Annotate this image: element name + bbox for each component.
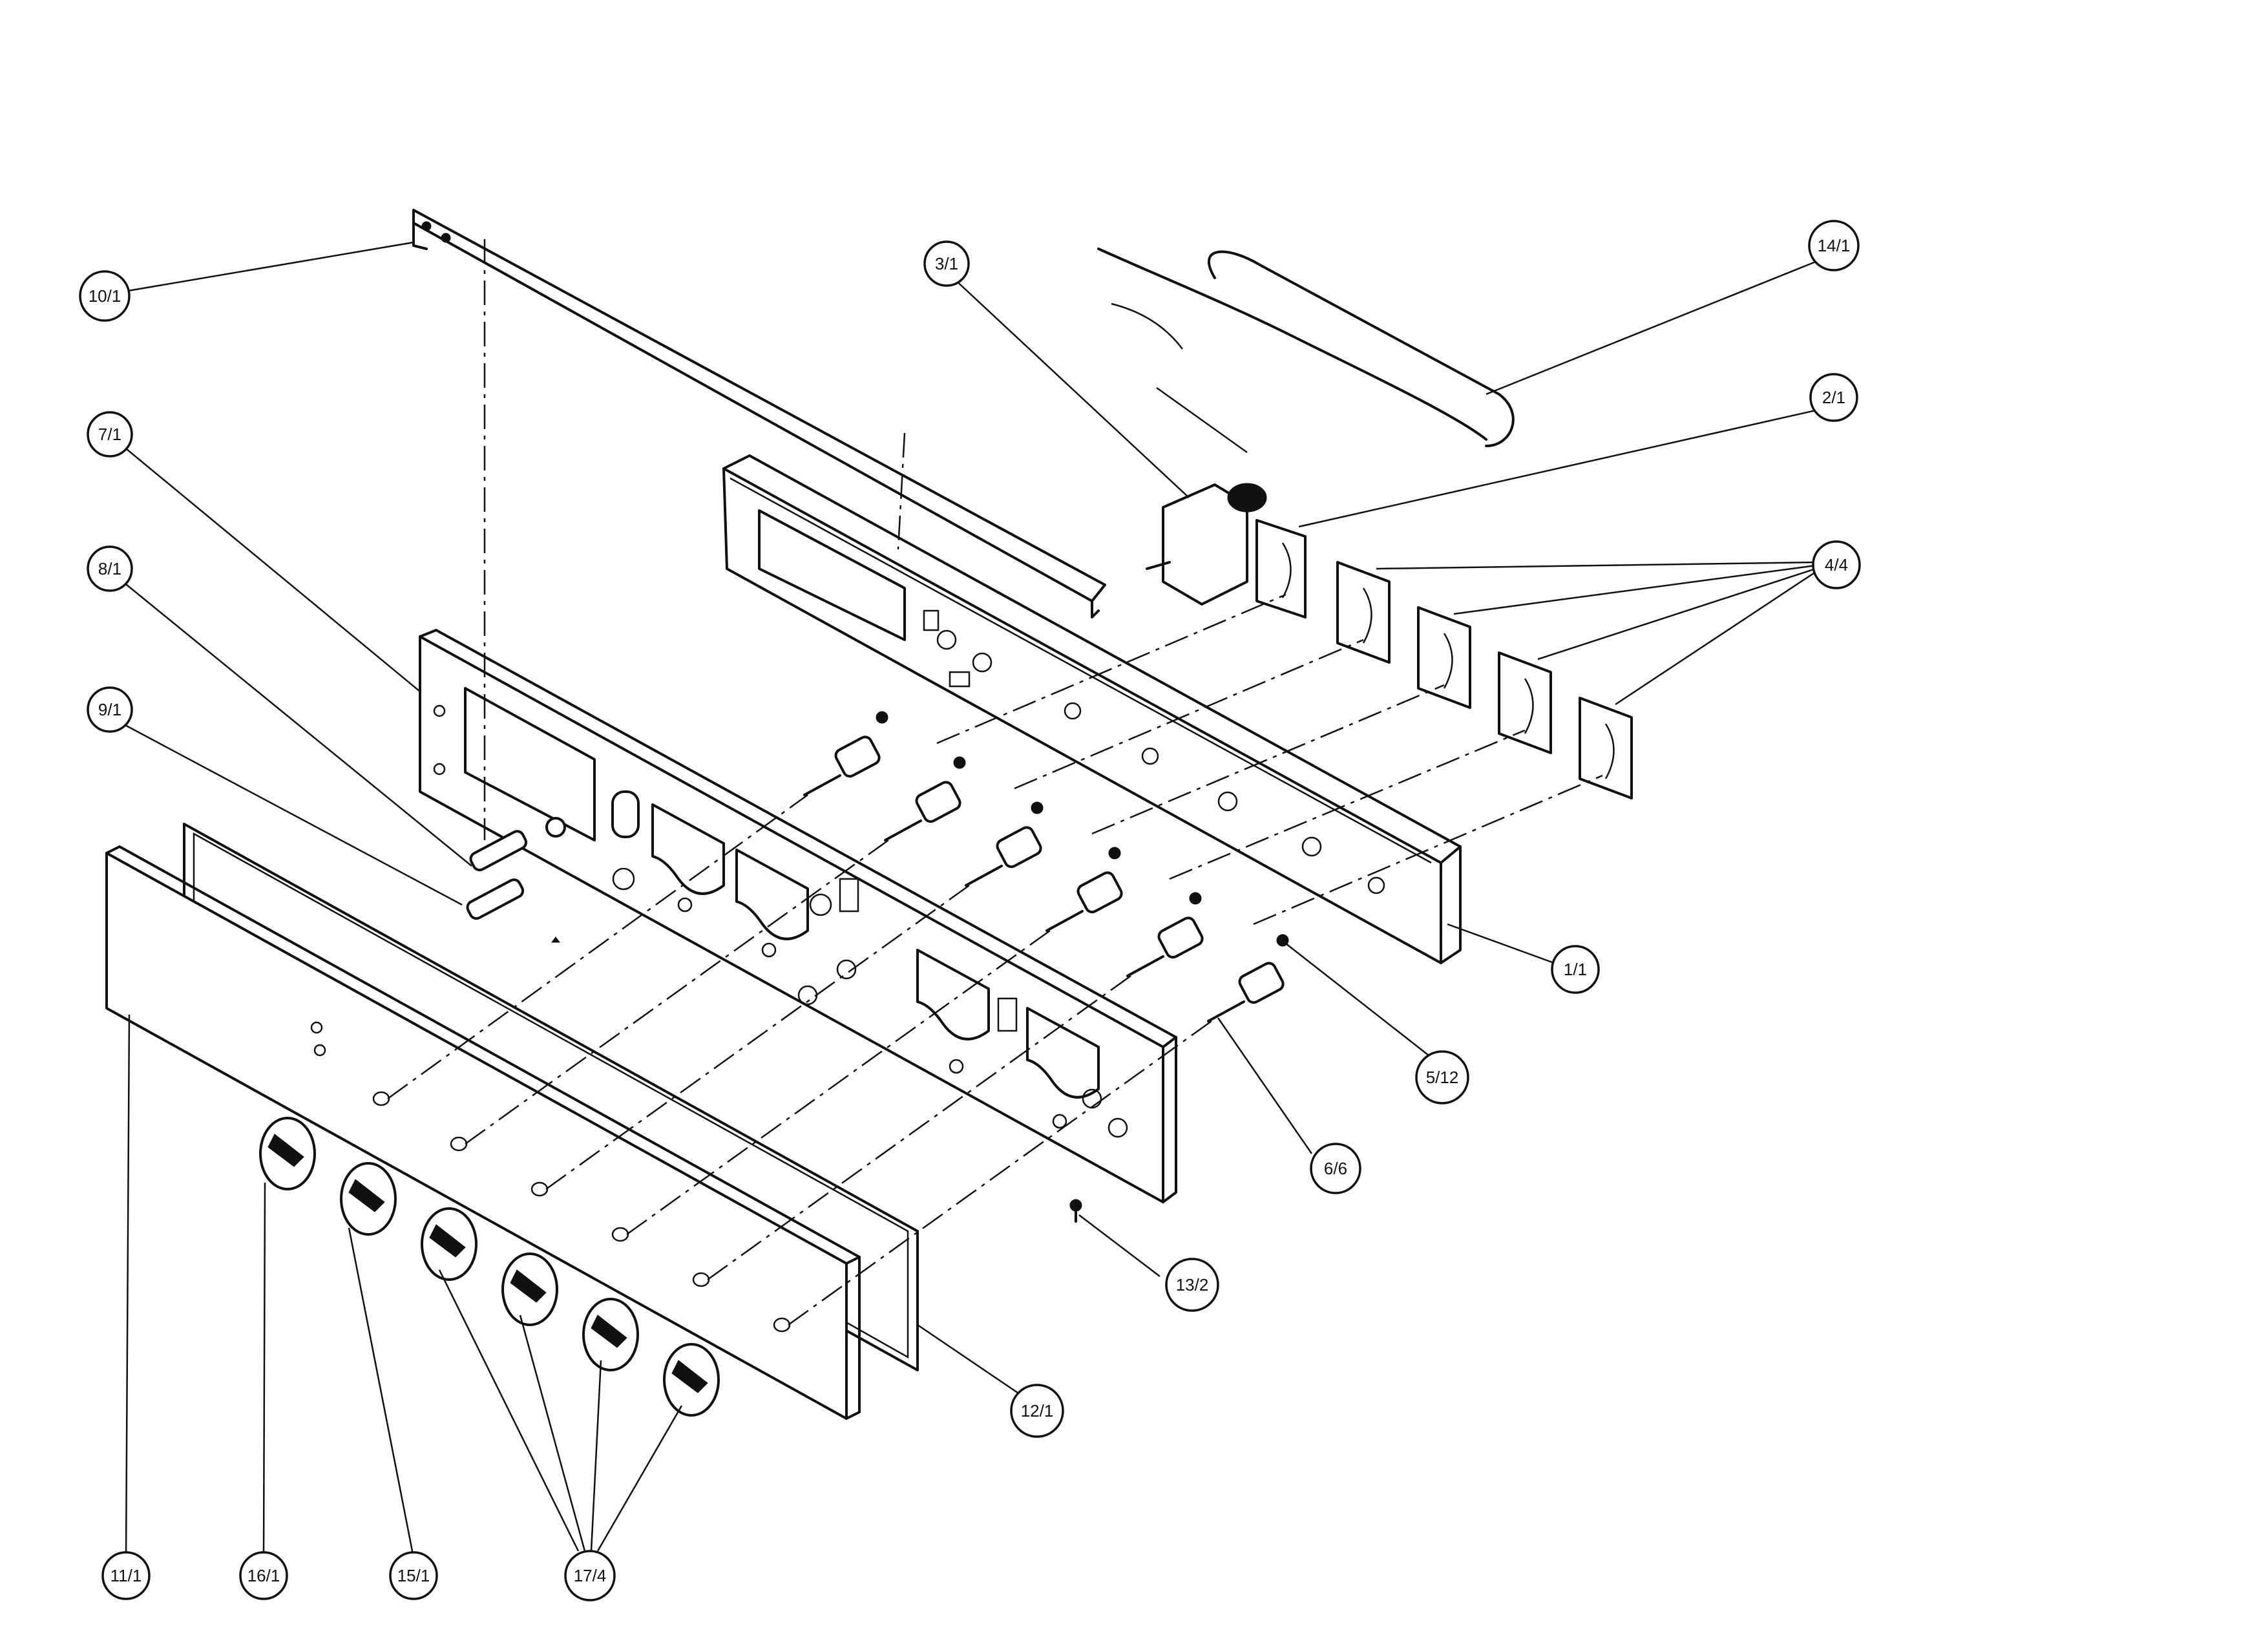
knob-2 xyxy=(340,1162,397,1236)
callout-17-4: 17/4 xyxy=(564,1550,616,1601)
callout-4-4: 4/4 xyxy=(1812,540,1861,589)
knob-3 xyxy=(421,1207,478,1281)
switch-module-5 xyxy=(1579,697,1633,799)
callout-label: 11/1 xyxy=(110,1566,142,1585)
push-switch-part xyxy=(466,817,566,943)
switch-module-4 xyxy=(1498,651,1552,754)
rear-bracket-part xyxy=(722,454,1462,964)
callout-9-1: 9/1 xyxy=(87,686,133,733)
callout-label: 17/4 xyxy=(574,1566,607,1585)
callout-2-1: 2/1 xyxy=(1809,373,1858,422)
callout-label: 4/4 xyxy=(1825,555,1848,575)
screws-group xyxy=(876,711,1289,947)
top-rail-part xyxy=(412,209,1106,618)
callout-6-6: 6/6 xyxy=(1310,1143,1361,1194)
selector-switch-part xyxy=(1146,483,1267,606)
callout-label: 9/1 xyxy=(98,700,121,719)
callout-16-1: 16/1 xyxy=(239,1551,288,1600)
callout-label: 3/1 xyxy=(935,254,958,273)
callout-7-1: 7/1 xyxy=(87,411,133,458)
callout-label: 6/6 xyxy=(1324,1159,1347,1178)
knob-6 xyxy=(663,1343,720,1417)
callout-label: 13/2 xyxy=(1176,1275,1209,1294)
callout-15-1: 15/1 xyxy=(389,1551,438,1600)
switch-module-2 xyxy=(1336,561,1391,664)
callout-12-1: 12/1 xyxy=(1010,1384,1064,1438)
gas-valve-4 xyxy=(1045,871,1123,932)
callout-label: 7/1 xyxy=(98,425,121,444)
callout-label: 15/1 xyxy=(397,1566,430,1585)
control-panel-frame-part xyxy=(419,629,1177,1203)
callout-label: 16/1 xyxy=(247,1566,280,1585)
callout-label: 14/1 xyxy=(1818,236,1851,255)
gas-valve-1 xyxy=(803,735,881,796)
callout-5-12: 5/12 xyxy=(1415,1050,1469,1104)
gas-valves-group xyxy=(803,735,1285,1022)
gas-valve-5 xyxy=(1126,916,1204,977)
knob-4 xyxy=(501,1252,558,1326)
knob-1 xyxy=(259,1117,316,1190)
leader-lines xyxy=(122,241,1816,1558)
fixing-screw-part xyxy=(1069,1199,1082,1223)
callout-3-1: 3/1 xyxy=(923,240,970,287)
knobs-group xyxy=(259,1117,720,1417)
callout-label: 10/1 xyxy=(89,286,121,306)
callout-label: 12/1 xyxy=(1021,1401,1054,1421)
callout-14-1: 14/1 xyxy=(1808,220,1860,271)
gas-valve-6 xyxy=(1207,962,1285,1022)
callout-label: 5/12 xyxy=(1426,1068,1459,1087)
callout-1-1: 1/1 xyxy=(1551,945,1600,994)
switch-modules-group xyxy=(1255,519,1633,799)
callout-label: 1/1 xyxy=(1564,960,1587,979)
switch-module-3 xyxy=(1417,606,1471,709)
callout-label: 8/1 xyxy=(98,559,121,578)
callout-11-1: 11/1 xyxy=(101,1551,151,1600)
switch-module-1 xyxy=(1255,519,1307,618)
gas-valve-3 xyxy=(965,826,1042,887)
wiring-harness-part xyxy=(1097,248,1515,454)
gas-valve-2 xyxy=(884,781,961,841)
callout-8-1: 8/1 xyxy=(87,545,133,592)
callout-13-2: 13/2 xyxy=(1165,1258,1219,1312)
callout-10-1: 10/1 xyxy=(79,270,131,322)
knob-5 xyxy=(582,1298,639,1371)
alignment-lines xyxy=(387,239,1603,1326)
callout-label: 2/1 xyxy=(1822,388,1845,407)
